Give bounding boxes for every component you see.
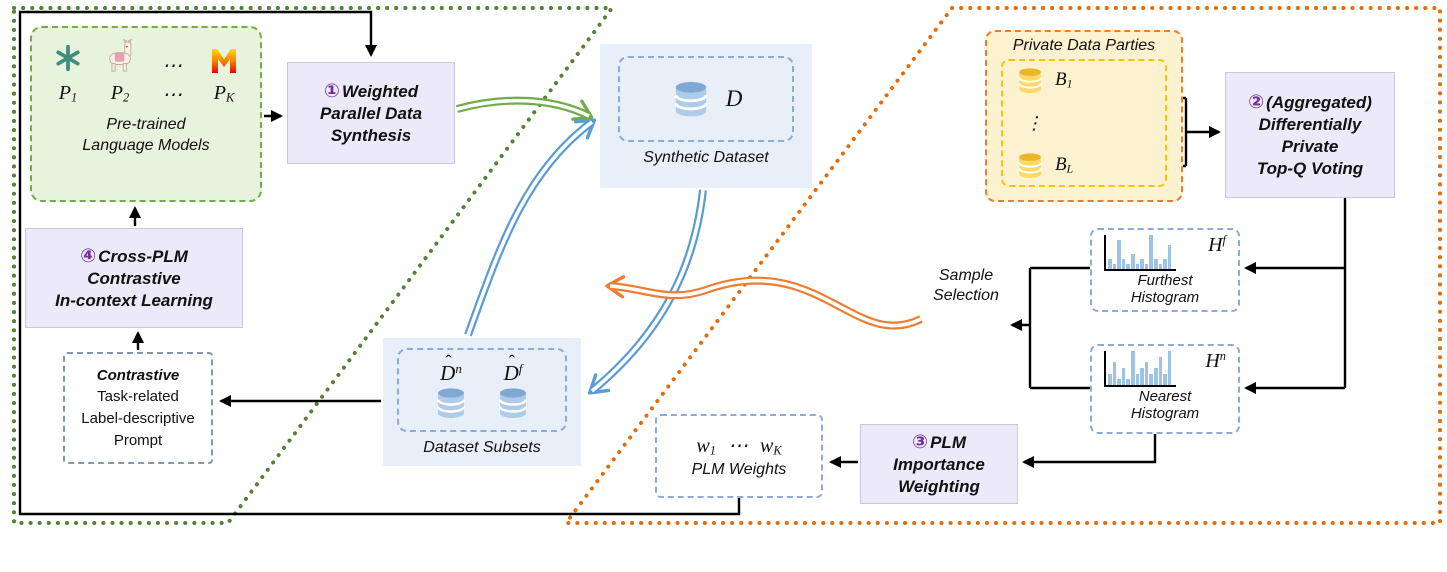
step3-line: Importance	[893, 455, 985, 475]
plm-caption: Pre-trained Language Models	[82, 116, 210, 154]
pretrained-plms-group: ⋯ P1 P2 ⋯ PK P	[30, 26, 262, 202]
plm-label-dots: ⋯	[162, 84, 182, 106]
step2-line: ②(Aggregated)	[1248, 90, 1372, 113]
synthetic-dataset-inner: D	[618, 56, 794, 142]
party-vertical-dots: ⋮	[1025, 112, 1043, 133]
party-bl: BL	[1015, 152, 1153, 179]
step2-number: ②	[1248, 90, 1265, 113]
synthetic-dataset-symbol: D	[725, 86, 743, 111]
prompt-line: Task-related	[97, 388, 179, 406]
database-icon	[436, 388, 466, 419]
plm-weights-symbols: w1 ⋯ wK	[696, 433, 781, 459]
mistral-icon	[198, 49, 250, 78]
nearest-histogram-box: Hn Nearest Histogram	[1090, 344, 1240, 434]
step3-line: Weighting	[898, 477, 980, 497]
step2-line: Private	[1281, 137, 1339, 157]
step4-line: Contrastive	[87, 269, 181, 289]
openai-icon	[42, 43, 94, 78]
step1-line: Synthesis	[330, 126, 412, 146]
weights-dots: ⋯	[727, 434, 748, 457]
dataset-subsets-caption: Dataset Subsets	[423, 439, 541, 456]
step4-line: In-context Learning	[55, 291, 213, 311]
furthest-histogram-chart	[1104, 235, 1176, 271]
weight-wk: wK	[759, 434, 782, 458]
prompt-line: Prompt	[113, 431, 163, 449]
party-b1-label: B1	[1055, 69, 1073, 91]
step2-line: Top-Q Voting	[1256, 159, 1364, 179]
weight-w1: w1	[696, 434, 716, 458]
ellipsis-icon: ⋯	[162, 55, 182, 77]
party-b1: B1	[1015, 67, 1153, 94]
database-icon	[1018, 68, 1042, 93]
nearest-histogram-chart	[1104, 351, 1176, 387]
database-icon	[1018, 153, 1042, 178]
step3-number: ③	[912, 430, 929, 453]
step1-number: ①	[323, 79, 340, 102]
plm-label-pk: PK	[213, 82, 235, 105]
plm-weights-box: w1 ⋯ wK PLM Weights	[655, 414, 823, 498]
plm-weights-caption: PLM Weights	[691, 461, 787, 479]
prompt-line-contrastive: Contrastive	[96, 366, 180, 384]
plm-label-p1: P1	[58, 82, 78, 105]
nearest-histogram-symbol: Hn	[1205, 349, 1226, 372]
database-icon	[498, 388, 528, 419]
step1-line: Parallel Data	[319, 104, 423, 124]
furthest-histogram-box: Hf Furthest Histogram	[1090, 228, 1240, 312]
contrastive-prompt-box: Contrastive Task-related Label-descripti…	[63, 352, 213, 464]
database-icon	[674, 81, 708, 117]
synthetic-dataset-box: D Synthetic Dataset	[600, 44, 812, 188]
party-bl-label: BL	[1055, 154, 1074, 176]
furthest-histogram-symbol: Hf	[1208, 233, 1226, 256]
llama-icon	[94, 38, 146, 78]
private-parties-inner: B1 ⋮ BL	[1001, 59, 1167, 187]
private-parties-title: Private Data Parties	[1012, 37, 1156, 54]
orange-sample-selection-arrow	[605, 275, 923, 330]
blue-subsets-to-synthetic-arrow	[464, 118, 597, 337]
nearest-histogram-caption: Nearest Histogram	[1130, 388, 1200, 422]
blue-synthetic-to-subsets-arrow	[587, 189, 707, 395]
furthest-histogram-caption: Furthest Histogram	[1130, 272, 1200, 306]
step2-dp-topq-voting: ②(Aggregated) Differentially Private Top…	[1225, 72, 1395, 198]
step4-number: ④	[80, 244, 97, 267]
plm-label-p2: P2	[110, 82, 130, 105]
private-data-parties-box: Private Data Parties B1 ⋮ BL	[985, 30, 1183, 202]
sample-selection-label: Sample Selection	[933, 267, 999, 304]
step2-line: Differentially	[1258, 115, 1362, 135]
synthetic-dataset-caption: Synthetic Dataset	[643, 149, 769, 166]
green-synthesis-arrow	[455, 96, 594, 121]
prompt-line: Label-descriptive	[81, 410, 195, 427]
